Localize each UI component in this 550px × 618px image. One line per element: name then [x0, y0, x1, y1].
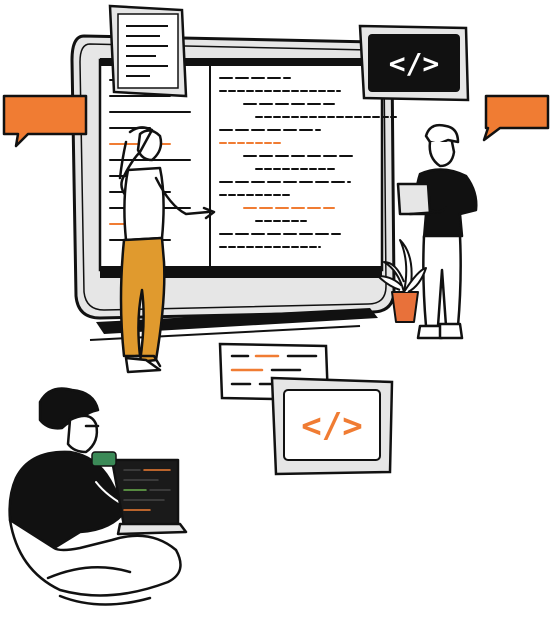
gray-code-tag-badge: </>	[270, 376, 394, 476]
potted-plant	[377, 239, 427, 323]
person-with-laptop	[396, 123, 478, 340]
orange-speech-bubble-left	[2, 94, 88, 148]
orange-speech-bubble-right	[482, 94, 550, 142]
code-tag-badge: </>	[358, 24, 470, 102]
person-pointing	[118, 126, 216, 374]
code-tag-icon: </>	[301, 406, 362, 446]
seated-developer-with-laptop	[8, 387, 188, 606]
floating-notes-card	[108, 4, 188, 98]
code-tag-icon: </>	[389, 47, 440, 80]
